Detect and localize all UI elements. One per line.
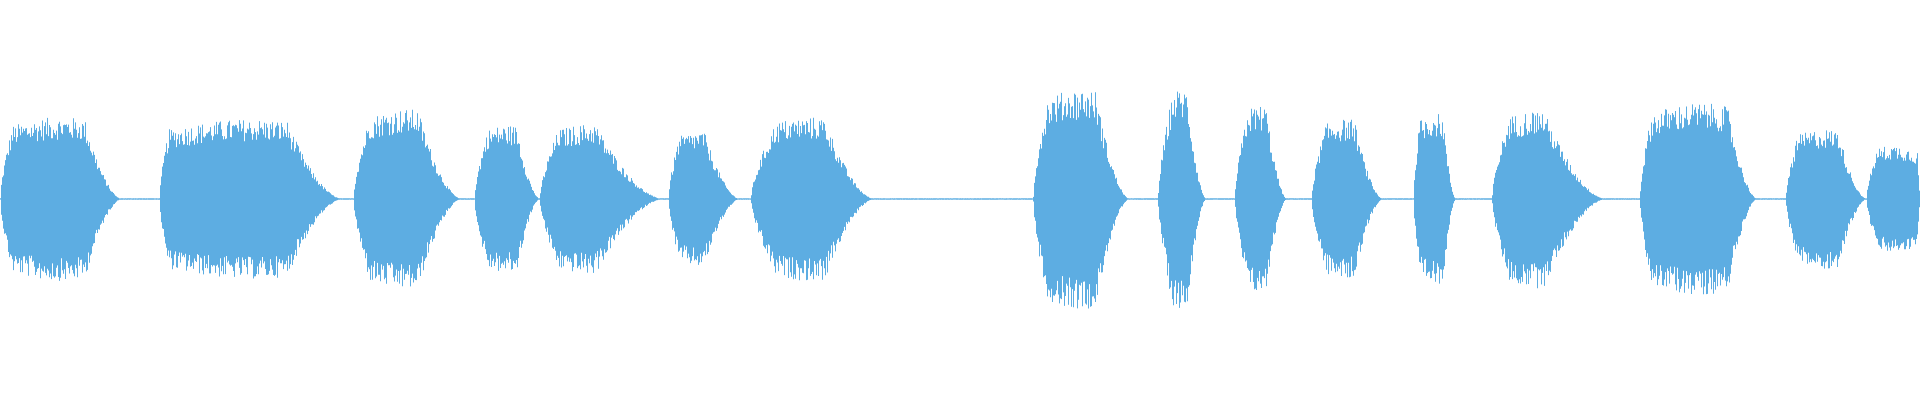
waveform-bars (0, 91, 1920, 309)
waveform-path (0, 91, 1920, 309)
